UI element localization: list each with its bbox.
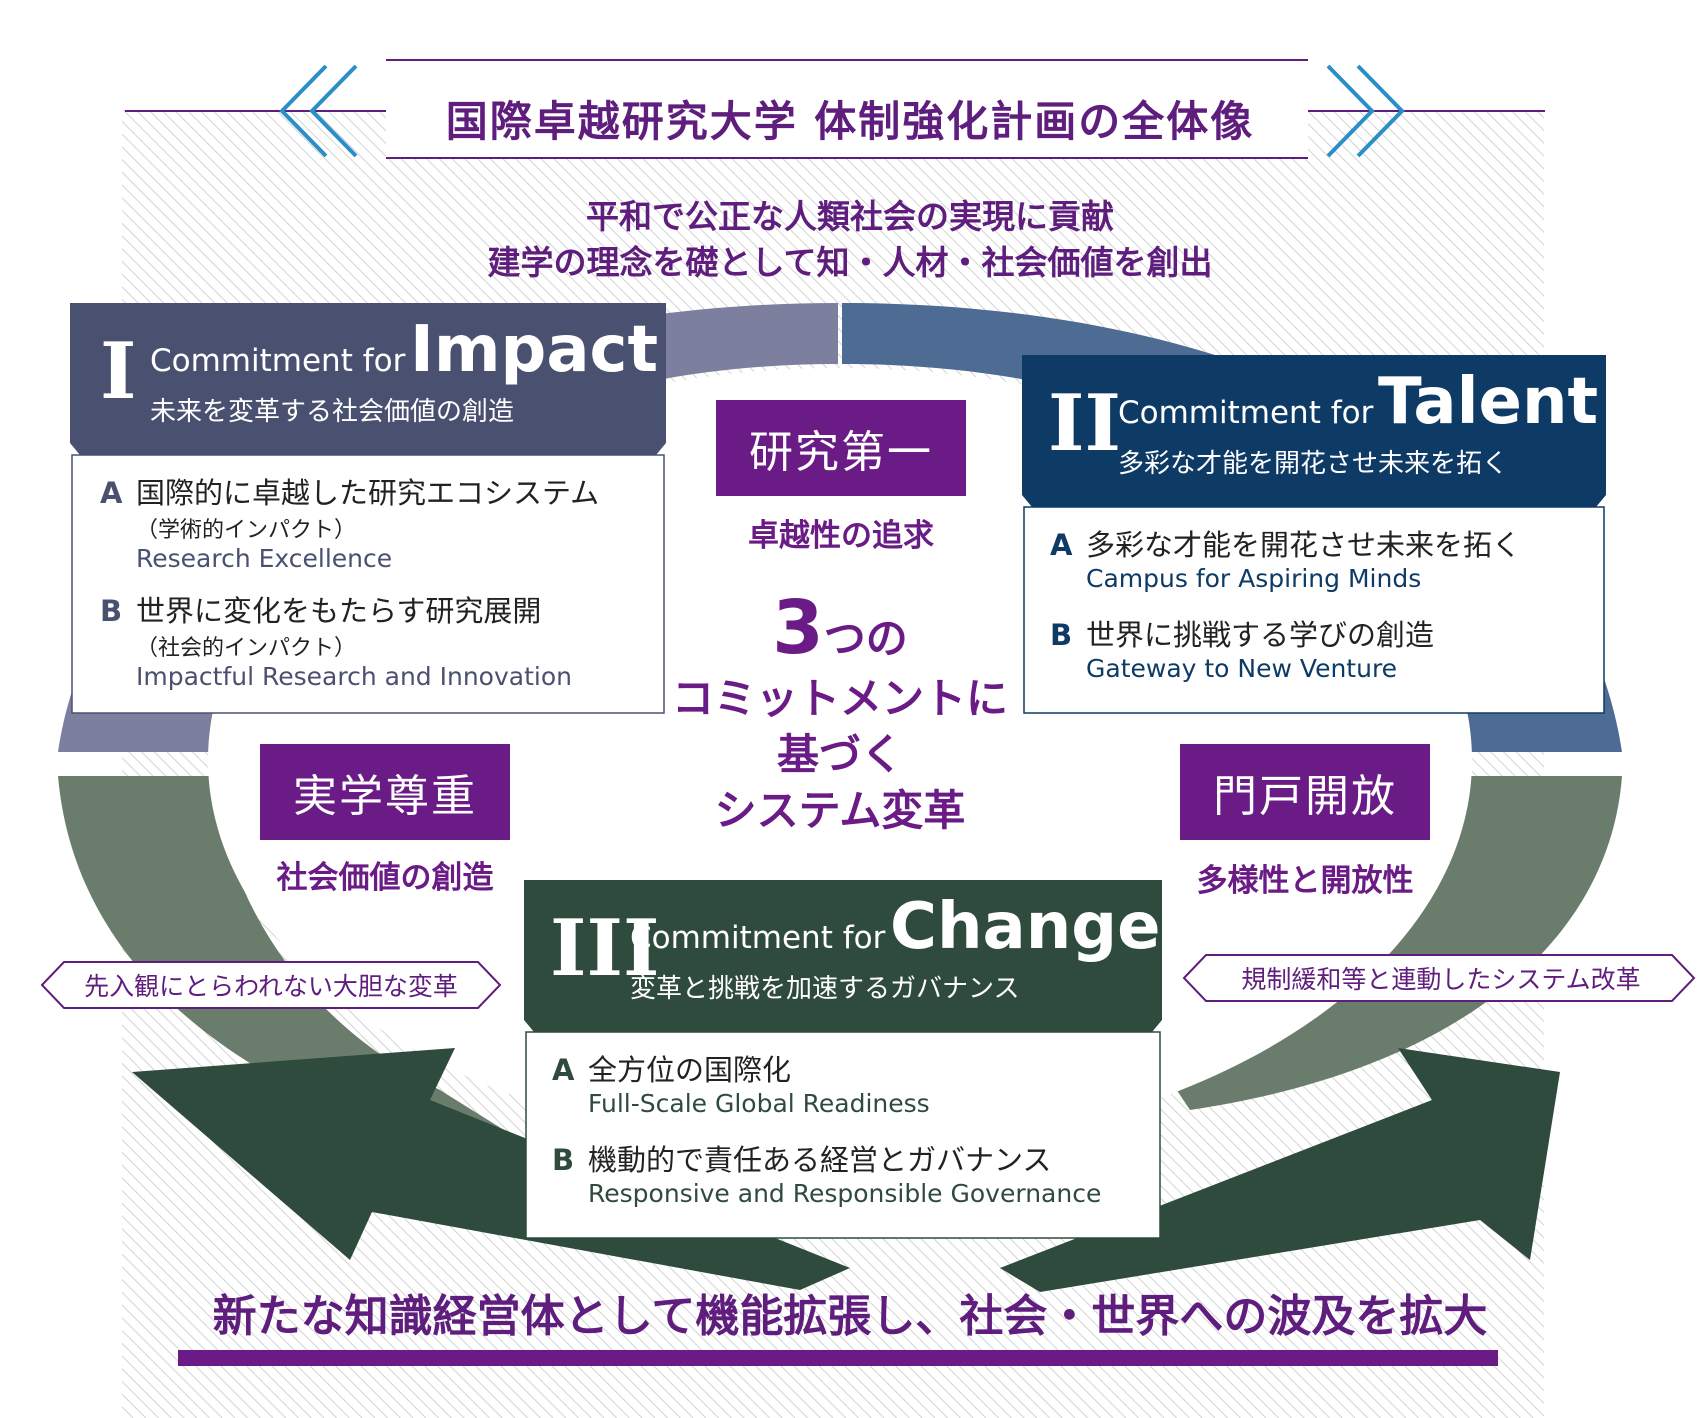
change-word: Change [890, 890, 1161, 964]
impact-header-notch [70, 443, 666, 455]
change-header-notch [524, 1020, 1162, 1032]
talent-body-bg [1023, 506, 1605, 714]
impact-word: Impact [410, 313, 659, 387]
ring-segment-change-left [58, 776, 530, 1160]
talent-item-b: B 世界に挑戦する学びの創造 Gateway to New Venture [1050, 612, 1434, 683]
talent-numeral: II [1048, 378, 1121, 469]
talent-item-a-jp: 多彩な才能を開花させ未来を拓く [1086, 528, 1522, 562]
impact-item-b-note: （社会的インパクト） [136, 636, 357, 661]
tag-right-shape [1182, 954, 1696, 1002]
chevron-right-icon [1326, 64, 1405, 158]
talent-item-a-key: A [1050, 528, 1073, 562]
impact-item-a-jp: 国際的に卓越した研究エコシステム [136, 476, 600, 510]
impact-item-a: A 国際的に卓越した研究エコシステム （学術的インパクト） Research Ex… [100, 470, 599, 573]
value-open-doors-sub: 多様性と開放性 [1196, 863, 1414, 899]
center-line-4: システム変革 [714, 786, 966, 835]
talent-header-notch [1022, 495, 1606, 507]
value-open-doors: 門戸開放 [1180, 744, 1430, 840]
change-item-b-en: Responsive and Responsible Governance [588, 1179, 1102, 1208]
center-line-3: 基づく [776, 730, 903, 779]
talent-item-a: A 多彩な才能を開花させ未来を拓く Campus for Aspiring Min… [1050, 522, 1521, 593]
value-research-first-sub: 卓越性の追求 [748, 518, 934, 554]
tag-right: 規制緩和等と連動したシステム改革 [1241, 965, 1641, 994]
impact-item-b-en: Impactful Research and Innovation [136, 662, 572, 691]
value-practical-learning-sub: 社会価値の創造 [276, 860, 494, 896]
commitment-impact-header: I Commitment for Impact 未来を変革する社会価値の創造 [70, 303, 666, 443]
value-research-first: 研究第一 [716, 400, 966, 496]
change-subtitle: 変革と挑戦を加速するガバナンス [630, 974, 1020, 1004]
talent-item-a-en: Campus for Aspiring Minds [1086, 564, 1422, 593]
change-item-b: B 機動的で責任ある経営とガバナンス Responsive and Respons… [552, 1137, 1101, 1208]
change-header-bg [524, 880, 1162, 1020]
change-item-a-jp: 全方位の国際化 [588, 1053, 792, 1087]
change-item-b-jp: 機動的で責任ある経営とガバナンス [588, 1143, 1052, 1177]
impact-item-b-jp: 世界に変化をもたらす研究展開 [136, 594, 542, 628]
chevron-left-icon [279, 64, 358, 158]
impact-item-a-en: Research Excellence [136, 544, 393, 573]
talent-item-b-en: Gateway to New Venture [1086, 654, 1398, 683]
talent-word: Talent [1378, 365, 1599, 439]
impact-for-text: Commitment for [150, 343, 406, 379]
bottom-message: 新たな知識経営体として機能拡張し、社会・世界への波及を拡大 [212, 1291, 1488, 1342]
change-item-a-key: A [552, 1053, 575, 1087]
impact-subtitle: 未来を変革する社会価値の創造 [150, 397, 515, 427]
center-no: つの [823, 614, 908, 663]
impact-body-bg [71, 454, 665, 714]
talent-header-bg [1022, 355, 1606, 495]
impact-item-a-key: A [100, 476, 123, 510]
change-item-b-key: B [552, 1143, 575, 1177]
impact-header-bg [70, 303, 666, 443]
impact-numeral: I [100, 326, 137, 417]
center-line-1: 3つの [640, 580, 1040, 676]
bottom-underline [178, 1350, 1498, 1366]
center-line-2: コミットメントに [671, 674, 1008, 723]
commitment-talent-header: II Commitment for Talent 多彩な才能を開花させ未来を拓く [1022, 355, 1606, 495]
change-item-a: A 全方位の国際化 Full-Scale Global Readiness [552, 1047, 930, 1118]
page-title: 国際卓越研究大学 体制強化計画の全体像 [445, 96, 1255, 146]
talent-for-text: Commitment for [1118, 395, 1374, 431]
value-practical-learning: 実学尊重 [260, 744, 510, 840]
impact-item-b-key: B [100, 594, 123, 628]
impact-item-a-note: （学術的インパクト） [136, 518, 357, 543]
change-numeral: III [550, 903, 660, 994]
center-number: 3 [772, 585, 824, 671]
title-box [386, 60, 1308, 158]
change-item-a-en: Full-Scale Global Readiness [588, 1089, 930, 1118]
tag-left-shape [40, 961, 502, 1009]
change-for-text: Commitment for [630, 920, 886, 956]
talent-item-b-jp: 世界に挑戦する学びの創造 [1086, 618, 1435, 652]
commitment-change-header: III Commitment for Change 変革と挑戦を加速するガバナン… [524, 880, 1162, 1020]
impact-item-b: B 世界に変化をもたらす研究展開 （社会的インパクト） Impactful Res… [100, 588, 572, 691]
mission-line-1: 平和で公正な人類社会の実現に貢献 [586, 197, 1114, 236]
change-body-bg [525, 1031, 1161, 1239]
mission-line-2: 建学の理念を礎として知・人材・社会価値を創出 [487, 243, 1213, 282]
tag-left: 先入観にとらわれない大胆な変革 [84, 972, 458, 1001]
talent-item-b-key: B [1050, 618, 1073, 652]
ring-segment-change-right [1170, 776, 1622, 1110]
talent-subtitle: 多彩な才能を開花させ未来を拓く [1118, 449, 1509, 479]
